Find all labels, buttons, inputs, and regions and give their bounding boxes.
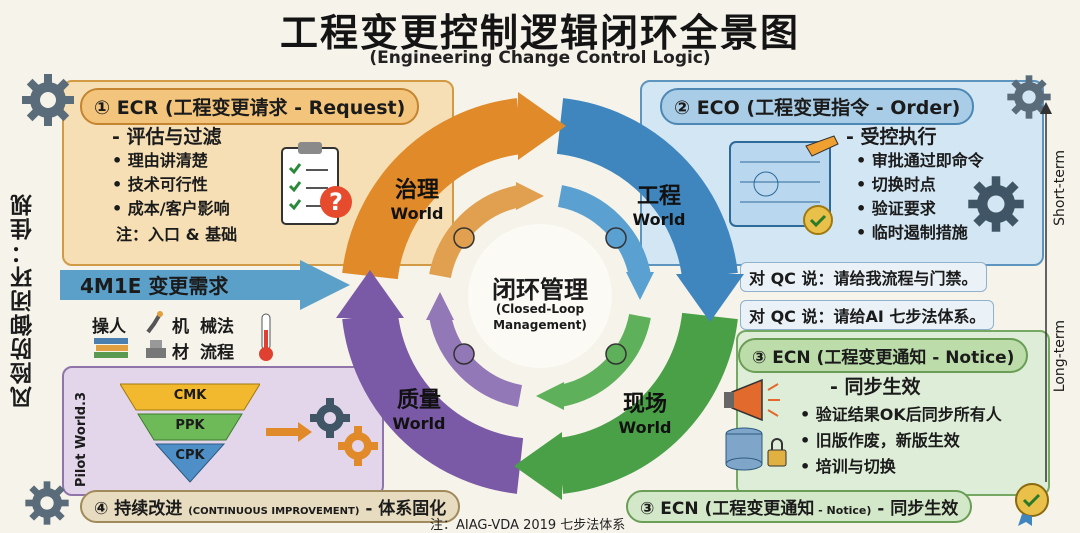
ci-main: ④ 持续改进 bbox=[94, 499, 189, 519]
ecr-bullet: • 技术可行性 bbox=[112, 175, 208, 194]
blueprint-icon bbox=[729, 135, 839, 235]
engineering-segment bbox=[556, 98, 738, 280]
capability-funnel bbox=[120, 383, 260, 483]
quality-world-label: 质量 World bbox=[374, 382, 464, 433]
ecn-bottom-main: ③ ECN (工程变更通知 bbox=[640, 499, 815, 519]
ecn-bottom-banner: ③ ECN (工程变更通知 - Notice) - 同步生效 bbox=[626, 490, 973, 523]
pyramid-cpk: CPK bbox=[175, 448, 205, 463]
eco-subtitle: - 受控执行 bbox=[846, 126, 937, 148]
center-subtitle-1: (Closed-Loop bbox=[495, 302, 585, 316]
4m-item-process: 流程 bbox=[200, 343, 234, 363]
badge-check-icon bbox=[1015, 483, 1049, 526]
checklist-clipboard-icon: ? bbox=[281, 142, 352, 225]
governance-en: World bbox=[390, 204, 444, 223]
ecn-bottom-tail: - 同步生效 bbox=[871, 499, 959, 519]
ecr-banner: ① ECR (工程变更请求 - Request) bbox=[80, 88, 420, 125]
gear-icon bbox=[1007, 75, 1051, 119]
materials-icon bbox=[146, 340, 166, 358]
governance-zh: 治理 bbox=[394, 178, 439, 203]
ecn-bottom-small: - Notice) bbox=[814, 504, 872, 517]
ecr-bullet: • 理由讲清楚 bbox=[112, 151, 208, 170]
4m-item-people: 操人 bbox=[92, 317, 126, 337]
field-en: World bbox=[618, 418, 672, 437]
pyramid-cmk: CMK bbox=[173, 388, 207, 403]
page-subtitle: (Engineering Change Control Logic) bbox=[369, 48, 711, 68]
left-vertical-label: 风险防御闭环：佳规 bbox=[11, 192, 36, 408]
eco-bullet: • 验证要求 bbox=[856, 199, 936, 218]
quality-segment bbox=[342, 312, 524, 494]
thermometer-icon bbox=[259, 313, 273, 361]
arrow-right-icon bbox=[266, 422, 312, 442]
4m-item-method: 械法 bbox=[200, 317, 234, 337]
gear-icon bbox=[25, 481, 69, 525]
books-icon bbox=[94, 338, 128, 358]
svg-text:?: ? bbox=[329, 188, 343, 216]
field-zh: 现场 bbox=[622, 392, 667, 417]
input-arrow bbox=[60, 260, 350, 310]
megaphone-database-icon bbox=[724, 378, 787, 471]
engineering-en: World bbox=[632, 210, 686, 229]
ecn-bullet: • 培训与切换 bbox=[800, 457, 896, 476]
continuous-improvement-banner: ④ 持续改进 (CONTINUOUS IMPROVEMENT) - 体系固化 bbox=[80, 490, 461, 523]
eco-banner: ② ECO (工程变更指令 - Order) bbox=[660, 88, 975, 125]
field-world-label: 现场 World bbox=[600, 386, 690, 437]
engineering-world-label: 工程 World bbox=[614, 178, 704, 229]
robot-arm-icon bbox=[146, 311, 163, 334]
ecn-banner: ③ ECN (工程变更通知 - Notice) bbox=[738, 338, 1029, 373]
qc-note-ai: 对 QC 说：请给AI 七步法体系。 bbox=[740, 300, 995, 330]
ecn-subtitle: - 同步生效 bbox=[830, 376, 921, 398]
ecr-bullet: • 成本/客户影响 bbox=[112, 199, 230, 218]
page-title: 工程变更控制逻辑闭环全景图 bbox=[279, 11, 800, 55]
engineering-zh: 工程 bbox=[636, 184, 681, 209]
ecr-subtitle: - 评估与过滤 bbox=[112, 126, 222, 148]
pyramid-ppk: PPK bbox=[175, 418, 205, 433]
eco-bullet: • 临时遏制措施 bbox=[856, 223, 968, 242]
footnote: 注：AIAG-VDA 2019 七步法体系 bbox=[430, 518, 626, 533]
field-segment bbox=[556, 312, 738, 494]
4m1e-label: 4M1E 变更需求 bbox=[80, 274, 229, 298]
quality-en: World bbox=[392, 414, 446, 433]
closed-loop-cycle bbox=[336, 92, 744, 500]
qc-note-process: 对 QC 说：请给我流程与门禁。 bbox=[740, 262, 987, 292]
gear-icon bbox=[22, 74, 74, 126]
ecr-note: 注：入口 & 基础 bbox=[116, 225, 238, 244]
quality-zh: 质量 bbox=[396, 388, 441, 413]
pilot-label: Pilot World.3 bbox=[74, 392, 89, 488]
eco-bullet: • 切换时点 bbox=[856, 175, 936, 194]
ecn-bullet: • 验证结果OK后同步所有人 bbox=[800, 405, 1002, 424]
ci-tail: - 体系固化 bbox=[359, 499, 447, 519]
term-arrow bbox=[1040, 102, 1052, 482]
4m-item-material: 材 bbox=[172, 343, 189, 363]
ecn-bullet: • 旧版作废，新版生效 bbox=[800, 431, 960, 450]
ci-small: (CONTINUOUS IMPROVEMENT) bbox=[188, 506, 360, 517]
center-subtitle-2: Management) bbox=[493, 318, 587, 332]
governance-segment bbox=[342, 98, 524, 280]
gears-icon bbox=[310, 398, 378, 466]
center-title: 闭环管理 bbox=[492, 276, 588, 304]
eco-bullet: • 审批通过即命令 bbox=[856, 151, 984, 170]
governance-world-label: 治理 World bbox=[372, 172, 462, 223]
gear-icon bbox=[968, 176, 1024, 232]
4m-item-machine: 机 bbox=[172, 317, 189, 337]
